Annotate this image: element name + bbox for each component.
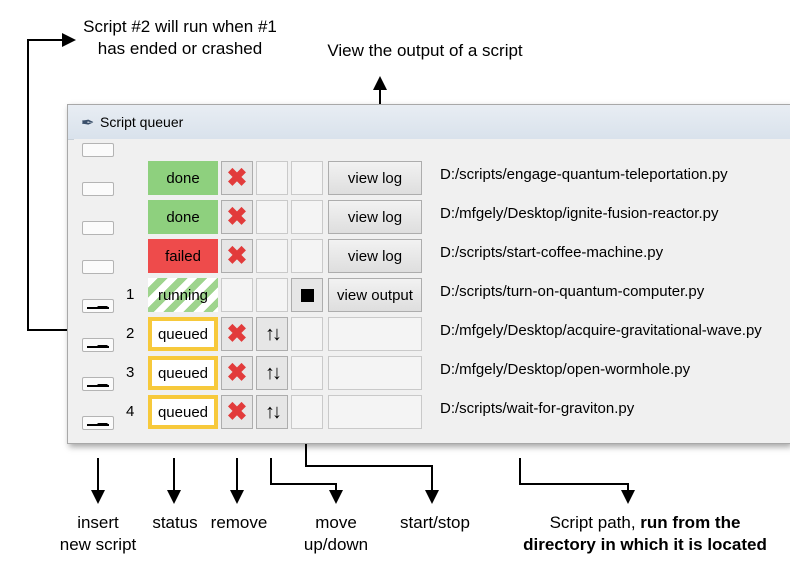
remove-button[interactable]: ✖ xyxy=(221,200,253,234)
queue-note: Script #2 will run when #1 has ended or … xyxy=(70,16,290,60)
stop-icon xyxy=(300,288,314,302)
insert-note: insert new script xyxy=(40,512,156,556)
start-stop-button-disabled xyxy=(291,356,323,390)
insert-button-5[interactable] xyxy=(82,338,114,352)
start-stop-button-disabled xyxy=(291,317,323,351)
move-note: move up/down xyxy=(290,512,382,556)
title-bar: ✒ Script queuer xyxy=(68,105,790,140)
status-badge: queued xyxy=(148,395,218,429)
move-note-line2: up/down xyxy=(303,535,369,554)
path-note-line1: Script path, run from the xyxy=(510,512,780,534)
remove-button[interactable]: ✖ xyxy=(221,356,253,390)
remove-button-disabled xyxy=(221,278,253,312)
script-path: D:/mfgely/Desktop/acquire-gravitational-… xyxy=(440,322,762,339)
insert-button-6[interactable] xyxy=(82,377,114,391)
status-badge: done xyxy=(148,200,218,234)
remove-button[interactable]: ✖ xyxy=(221,395,253,429)
view-output-button[interactable]: view output xyxy=(328,278,422,312)
script-path: D:/scripts/engage-quantum-teleportation.… xyxy=(440,166,728,183)
status-badge: failed xyxy=(148,239,218,273)
remove-button[interactable]: ✖ xyxy=(221,161,253,195)
remove-note: remove xyxy=(210,513,268,532)
close-icon: ✖ xyxy=(226,241,248,270)
move-button[interactable]: ↑↓ xyxy=(256,356,288,390)
move-button[interactable]: ↑↓ xyxy=(256,317,288,351)
status-badge: running xyxy=(148,278,218,312)
up-down-arrows-icon: ↑↓ xyxy=(265,323,282,345)
queue-note-line1: Script #2 will run when #1 xyxy=(83,17,277,36)
start-stop-button-disabled xyxy=(291,395,323,429)
output-button-disabled xyxy=(328,356,422,390)
script-path: D:/mfgely/Desktop/ignite-fusion-reactor.… xyxy=(440,205,719,222)
close-icon: ✖ xyxy=(226,163,248,192)
window-title: Script queuer xyxy=(100,114,184,130)
move-button-disabled xyxy=(256,239,288,273)
view-log-button[interactable]: view log xyxy=(328,239,422,273)
insert-note-line1: insert xyxy=(77,513,119,532)
remove-button[interactable]: ✖ xyxy=(221,317,253,351)
close-icon: ✖ xyxy=(226,319,248,348)
view-log-button[interactable]: view log xyxy=(328,161,422,195)
queue-index: 2 xyxy=(126,325,135,342)
insert-button-3[interactable] xyxy=(82,260,114,274)
view-log-button[interactable]: view log xyxy=(328,200,422,234)
status-note: status xyxy=(152,513,198,532)
output-button-disabled xyxy=(328,395,422,429)
script-path: D:/scripts/turn-on-quantum-computer.py xyxy=(440,283,705,300)
insert-button-1[interactable] xyxy=(82,182,114,196)
move-button-disabled xyxy=(256,200,288,234)
queue-index: 3 xyxy=(126,364,135,381)
move-button-disabled xyxy=(256,161,288,195)
path-note: Script path, run from the directory in w… xyxy=(510,512,780,556)
feather-icon: ✒ xyxy=(81,115,95,132)
move-button-disabled xyxy=(256,278,288,312)
queue-index: 1 xyxy=(126,286,135,303)
close-icon: ✖ xyxy=(226,358,248,387)
status-badge: done xyxy=(148,161,218,195)
start-stop-button-disabled xyxy=(291,239,323,273)
app-window: ✒ Script queuer done ✖ view log D:/scrip… xyxy=(67,104,790,444)
move-button[interactable]: ↑↓ xyxy=(256,395,288,429)
insert-button-2[interactable] xyxy=(82,221,114,235)
up-down-arrows-icon: ↑↓ xyxy=(265,362,282,384)
path-note-line1-b: run from the xyxy=(640,513,741,532)
path-note-line2: directory in which it is located xyxy=(523,535,767,554)
status-badge: queued xyxy=(148,317,218,351)
insert-note-line2: new script xyxy=(59,535,137,554)
queue-note-line2: has ended or crashed xyxy=(97,39,263,58)
insert-button-4[interactable] xyxy=(82,299,114,313)
up-down-arrows-icon: ↑↓ xyxy=(265,401,282,423)
view-output-note: View the output of a script xyxy=(327,41,523,60)
queue-list: done ✖ view log D:/scripts/engage-quantu… xyxy=(74,139,790,437)
status-badge: queued xyxy=(148,356,218,390)
queue-index: 4 xyxy=(126,403,135,420)
move-note-line1: move xyxy=(315,513,357,532)
close-icon: ✖ xyxy=(226,202,248,231)
path-note-line1-a: Script path, xyxy=(549,513,641,532)
insert-button-0[interactable] xyxy=(82,143,114,157)
stop-button[interactable] xyxy=(291,278,323,312)
script-path: D:/scripts/wait-for-graviton.py xyxy=(440,400,635,417)
output-button-disabled xyxy=(328,317,422,351)
close-icon: ✖ xyxy=(226,397,248,426)
start-stop-note: start/stop xyxy=(400,513,470,532)
remove-button[interactable]: ✖ xyxy=(221,239,253,273)
start-stop-button-disabled xyxy=(291,161,323,195)
start-stop-button-disabled xyxy=(291,200,323,234)
insert-button-7[interactable] xyxy=(82,416,114,430)
script-path: D:/mfgely/Desktop/open-wormhole.py xyxy=(440,361,691,378)
script-path: D:/scripts/start-coffee-machine.py xyxy=(440,244,664,261)
